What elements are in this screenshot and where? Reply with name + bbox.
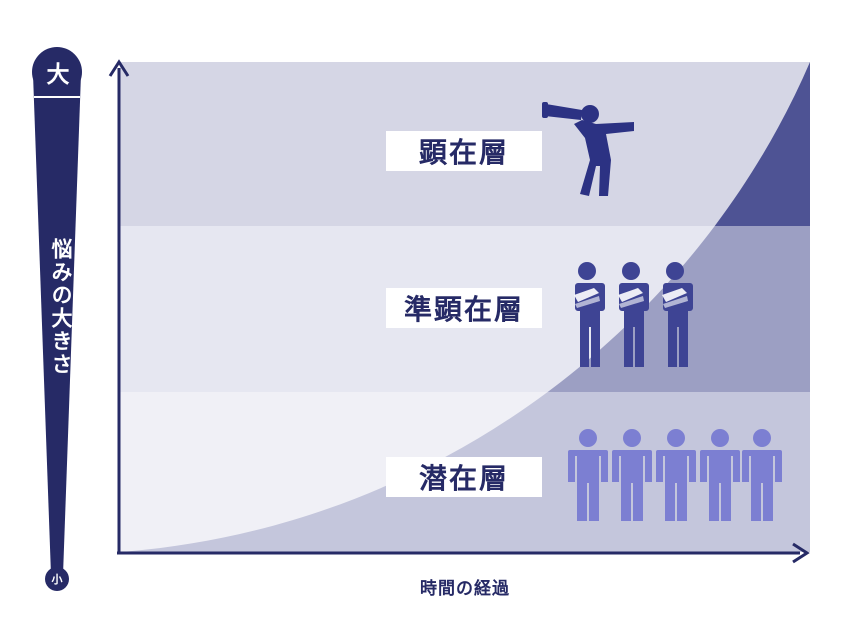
telescope-person-icon <box>542 102 634 196</box>
magnitude-bar <box>32 47 82 591</box>
y-axis-arrowhead <box>108 59 130 77</box>
magnitude-top-label: 大 <box>46 62 70 88</box>
tier-label-semi-aware: 準顕在層 <box>386 288 542 328</box>
standing-person-icon <box>742 429 782 521</box>
arms-crossed-person-icon <box>572 262 605 367</box>
magnitude-bottom-label: 小 <box>51 573 63 586</box>
arms-crossed-person-icon <box>660 262 693 367</box>
standing-person-icon <box>656 429 696 521</box>
y-axis-title: 悩みの大きさ <box>49 238 73 376</box>
magnitude-bar-taper <box>33 74 81 575</box>
arms-crossed-person-icon <box>616 262 649 367</box>
magnitude-bar-bottom-circle <box>45 567 69 591</box>
tier-label-latent: 潜在層 <box>386 457 542 497</box>
x-axis-arrowhead <box>792 542 810 564</box>
x-axis-title: 時間の経過 <box>420 578 510 599</box>
standing-person-icon <box>612 429 652 521</box>
tier-label-aware: 顕在層 <box>386 131 542 171</box>
people-layer <box>542 102 782 521</box>
axes <box>108 59 810 564</box>
standing-person-icon <box>568 429 608 521</box>
standing-person-icon <box>700 429 740 521</box>
growth-curve-area-top <box>714 62 810 226</box>
magnitude-bar-top-circle <box>32 47 82 97</box>
